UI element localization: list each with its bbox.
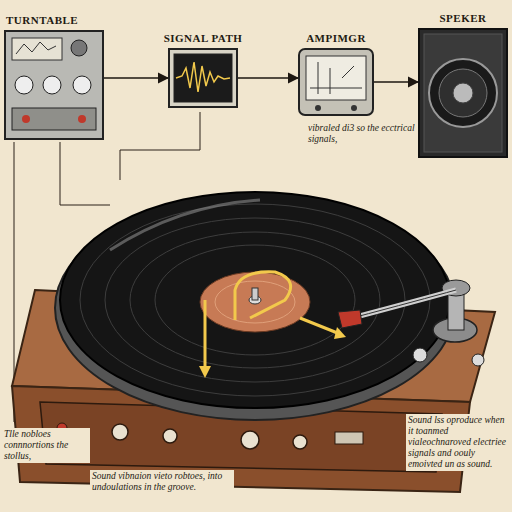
device-heading: AMPIMGR bbox=[304, 32, 368, 45]
note-text: Sound lss oproduce when it toanmed viale… bbox=[406, 414, 512, 471]
device-box: TURNTABLE bbox=[4, 30, 104, 140]
signal-arrow bbox=[374, 81, 418, 83]
note-text: vibraled di3 so the ecctrical signals, bbox=[306, 122, 418, 146]
device-picture bbox=[168, 48, 238, 108]
device-picture bbox=[298, 48, 374, 116]
device-box: AMPIMGR bbox=[298, 48, 374, 116]
note-text: Tlle nobloes connnortions the stollus, bbox=[2, 428, 90, 463]
device-picture bbox=[4, 30, 104, 140]
device-box: SIGNAL PATH bbox=[168, 48, 238, 108]
signal-arrow bbox=[238, 77, 298, 79]
signal-arrow bbox=[104, 77, 168, 79]
device-heading: SPEKER bbox=[437, 12, 488, 25]
note-text: Sound vibnaion vieto robtoes, into undou… bbox=[90, 470, 234, 494]
device-box: SPEKER bbox=[418, 28, 508, 158]
device-picture bbox=[418, 28, 508, 158]
device-heading: TURNTABLE bbox=[4, 14, 80, 27]
device-heading: SIGNAL PATH bbox=[162, 32, 245, 45]
